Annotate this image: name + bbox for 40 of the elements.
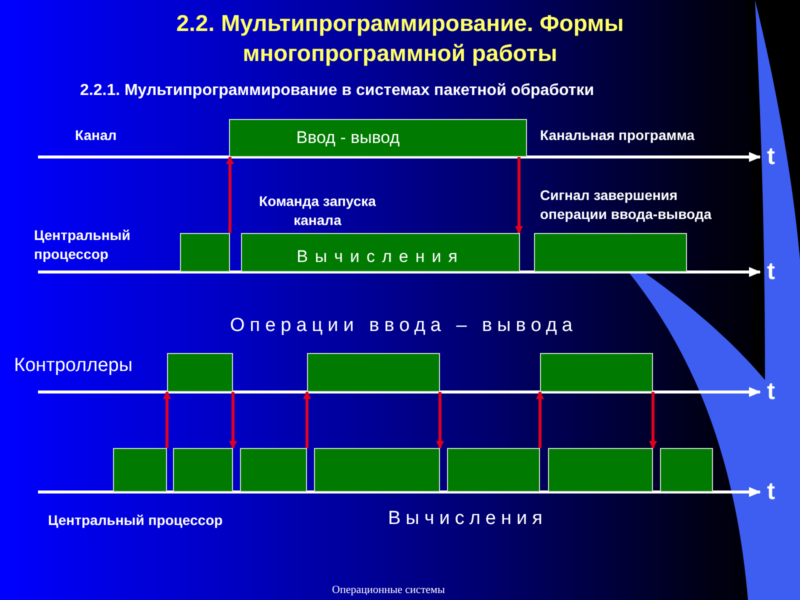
axis-label: t xyxy=(767,478,775,506)
section-heading: Вычисления xyxy=(388,508,548,530)
signal-arrow xyxy=(649,392,657,449)
axis-label: t xyxy=(767,378,775,406)
activity-bar xyxy=(229,119,527,157)
axis-label: t xyxy=(767,258,775,286)
axis-label: t xyxy=(767,143,775,171)
activity-bar xyxy=(241,233,520,272)
signal-arrow xyxy=(163,391,171,448)
signal-arrow xyxy=(515,157,523,234)
row-label: Канал xyxy=(75,127,117,143)
signal-arrow xyxy=(536,391,544,448)
time-bar xyxy=(548,448,653,492)
annotation: Сигнал завершения операции ввода-вывода xyxy=(540,186,713,224)
slide-title: 2.2. Мультипрограммирование. Формы многопрограммной работы xyxy=(175,9,625,68)
time-bar xyxy=(167,353,233,392)
time-bar xyxy=(173,448,233,492)
time-bar xyxy=(660,448,713,492)
row-label: Канальная программа xyxy=(540,127,695,143)
time-bar xyxy=(180,233,230,272)
row-label: Центральный процессор xyxy=(48,512,223,528)
time-bar xyxy=(307,353,440,392)
signal-arrow xyxy=(226,156,234,233)
time-bar xyxy=(447,448,540,492)
time-bar xyxy=(540,353,653,392)
signal-arrow xyxy=(436,392,444,449)
section-heading: Операции ввода – вывода xyxy=(230,315,578,337)
signal-arrow xyxy=(229,392,237,449)
time-bar xyxy=(240,448,307,492)
row-label: Контроллеры xyxy=(14,355,133,377)
time-bar xyxy=(314,448,440,492)
time-bar xyxy=(113,448,167,492)
footer-text: Операционные системы xyxy=(332,584,445,596)
bar-label: Вычисления xyxy=(296,246,464,266)
time-bar xyxy=(534,233,687,272)
signal-arrow xyxy=(303,391,311,448)
row-label: Центральный процессор xyxy=(34,226,132,264)
annotation: Команда запуска канала xyxy=(258,192,377,230)
subtitle: 2.2.1. Мультипрограммирование в системах пакетной обработки xyxy=(80,82,594,100)
bar-label: Ввод - вывод xyxy=(296,128,400,148)
